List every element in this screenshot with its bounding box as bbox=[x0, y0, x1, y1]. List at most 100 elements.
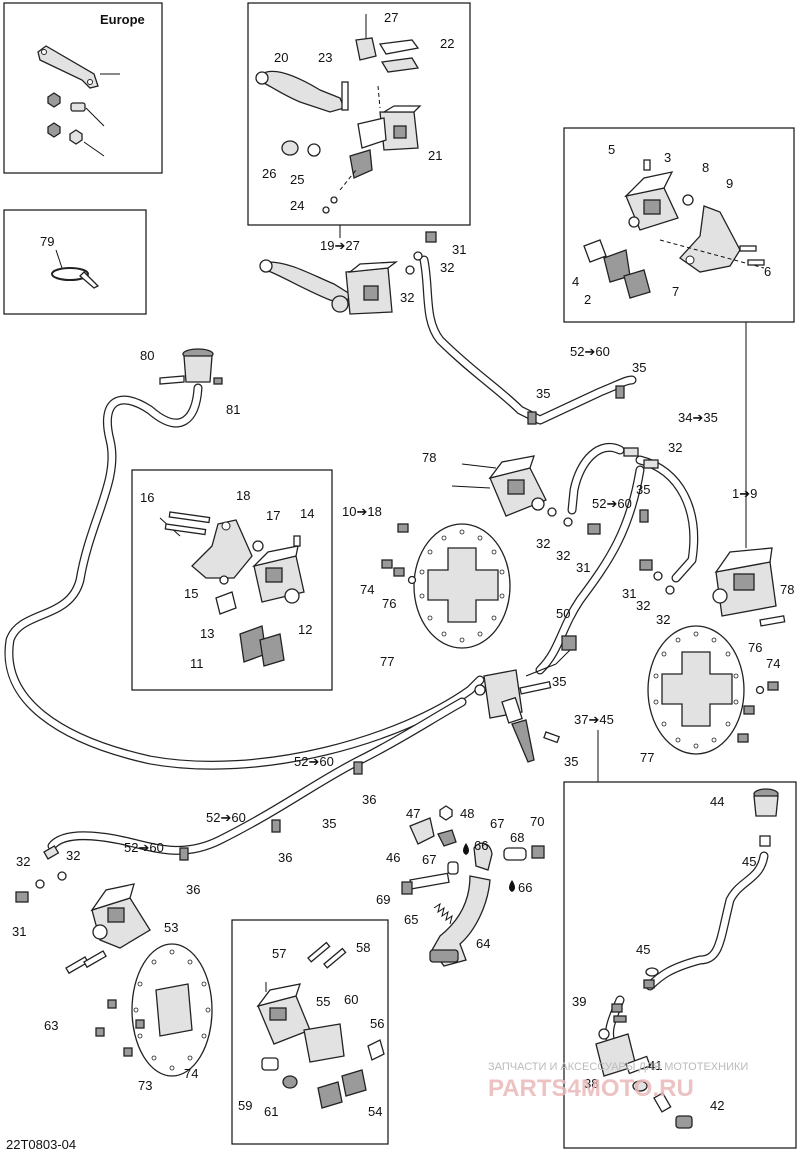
callout-32-top-b: 32 bbox=[400, 290, 414, 305]
callout-70-a: 76 bbox=[382, 596, 396, 611]
callout-27: 27 bbox=[384, 10, 398, 25]
callout-47: 47 bbox=[406, 806, 420, 821]
callout-16: 15 bbox=[184, 586, 198, 601]
caliper-rear-assembled bbox=[90, 883, 151, 949]
inset-tie-wrap bbox=[3, 209, 147, 315]
master-cylinder-body-21 bbox=[357, 105, 422, 151]
pins-parts-14-17 bbox=[159, 511, 301, 585]
callout-67: 69 bbox=[376, 892, 390, 907]
callout-7: 7 bbox=[672, 284, 679, 299]
region-label: Europe bbox=[100, 12, 145, 27]
callout-48: 48 bbox=[460, 806, 474, 821]
watermark-caption: ЗАПЧАСТИ И АКСЕССУАРЫ ДЛЯ МОТОТЕХНИКИ bbox=[488, 1061, 748, 1073]
callout-56: 57 bbox=[272, 946, 286, 961]
callout-78: 81 bbox=[226, 402, 240, 417]
callout-74: 79 bbox=[40, 234, 54, 249]
callout-69-b: 74 bbox=[766, 656, 780, 671]
fittings-right bbox=[639, 559, 675, 595]
callout-35-c: 36 bbox=[186, 882, 200, 897]
callout-32-r2: 32 bbox=[656, 612, 670, 627]
callout-41: 41 bbox=[648, 1058, 662, 1073]
inset-europe bbox=[3, 2, 163, 174]
callout-72: 73 bbox=[138, 1078, 152, 1093]
brake-pedal-part-62 bbox=[429, 875, 491, 967]
callout-37-45: 37➔45 bbox=[574, 712, 614, 727]
rear-reservoir-44 bbox=[753, 788, 779, 847]
callout-66: 68 bbox=[510, 830, 524, 845]
tie-wrap-part-74 bbox=[51, 249, 100, 289]
callout-50: 50 bbox=[556, 606, 570, 621]
callout-labels: 79 27 22 20 23 21 26 25 24 19➔27 31 32 3… bbox=[12, 10, 794, 1119]
callout-54: 55 bbox=[316, 994, 330, 1009]
callout-71-a: 77 bbox=[380, 654, 394, 669]
fittings-top bbox=[405, 231, 437, 275]
pedal-bolt-part-67 bbox=[401, 872, 450, 895]
rear-caliper-exploded bbox=[256, 941, 385, 1109]
callout-65-b: 67 bbox=[422, 852, 436, 867]
callout-30: 34➔35 bbox=[678, 410, 718, 425]
brake-hose-rear bbox=[47, 697, 467, 855]
callout-32-f: 32 bbox=[66, 848, 80, 863]
cover-parts-22-27 bbox=[355, 14, 420, 109]
callout-57: 58 bbox=[356, 940, 370, 955]
brake-lever-part-20 bbox=[255, 70, 345, 113]
caliper-part-3 bbox=[623, 171, 679, 231]
callout-62: 64 bbox=[476, 936, 490, 951]
callout-60: 60 bbox=[344, 992, 358, 1007]
callout-17: 17 bbox=[266, 508, 280, 523]
brake-hose-splitter-left bbox=[567, 442, 625, 515]
callout-73: 74 bbox=[184, 1066, 198, 1081]
callout-76-b: 78 bbox=[780, 582, 794, 597]
caliper-front-center bbox=[451, 455, 547, 517]
callout-36-a: 35 bbox=[552, 674, 566, 689]
rear-clamps-39-45 bbox=[611, 967, 659, 1023]
inset-front-left-caliper bbox=[131, 469, 333, 691]
callout-68: 70 bbox=[530, 814, 544, 829]
callout-49-e: 52➔60 bbox=[124, 840, 164, 855]
callout-44: 44 bbox=[710, 794, 724, 809]
brake-hose-rear-master bbox=[605, 851, 769, 1051]
callout-11: 11 bbox=[190, 656, 204, 671]
callout-2: 2 bbox=[584, 292, 591, 307]
pads-part-2 bbox=[583, 239, 651, 299]
callout-32-top-a: 32 bbox=[440, 260, 454, 275]
callout-10-18: 10➔18 bbox=[342, 504, 382, 519]
brake-hose-front bbox=[419, 255, 637, 425]
callout-64-a: 66 bbox=[474, 838, 488, 853]
callout-31-r: 31 bbox=[622, 586, 636, 601]
callout-55: 56 bbox=[370, 1016, 384, 1031]
callout-3: 3 bbox=[664, 150, 671, 165]
disc-screws bbox=[95, 523, 779, 1057]
bracket-part-79 bbox=[37, 45, 120, 89]
callout-59: 61 bbox=[264, 1104, 278, 1119]
bolt-part-80 bbox=[47, 92, 105, 127]
spring-part-63 bbox=[433, 902, 453, 925]
callout-15: 16 bbox=[140, 490, 154, 505]
callout-4: 4 bbox=[572, 274, 579, 289]
rear-master-cylinder-38 bbox=[595, 1028, 693, 1129]
callout-9: 9 bbox=[726, 176, 733, 191]
caliper-pins-61 bbox=[65, 950, 107, 975]
callout-71-b: 77 bbox=[640, 750, 654, 765]
callout-29-a: 35 bbox=[632, 360, 646, 375]
pads-part-11 bbox=[215, 591, 285, 667]
brake-hose-to-valve bbox=[535, 465, 645, 675]
brake-disc-front-right-71 bbox=[647, 625, 745, 755]
callout-23: 23 bbox=[318, 50, 332, 65]
callout-5: 5 bbox=[608, 142, 615, 157]
callout-32-c: 32 bbox=[536, 536, 550, 551]
callout-19-27: 19➔27 bbox=[320, 238, 360, 253]
callout-1-9: 1➔9 bbox=[732, 486, 757, 501]
callout-32-d: 32 bbox=[556, 548, 570, 563]
assembled-master-cylinder bbox=[259, 259, 399, 315]
caliper-front-right bbox=[712, 547, 786, 627]
callout-24: 24 bbox=[290, 198, 304, 213]
callout-32-e: 32 bbox=[16, 854, 30, 869]
bracket-part-9 bbox=[679, 205, 741, 273]
callout-58: 59 bbox=[238, 1098, 252, 1113]
brake-hose-reservoir-loop bbox=[4, 383, 485, 770]
callout-32-r1: 32 bbox=[636, 598, 650, 613]
callout-18: 18 bbox=[236, 488, 250, 503]
callout-42: 42 bbox=[710, 1098, 724, 1113]
rear-fittings-31-32 bbox=[15, 845, 67, 903]
